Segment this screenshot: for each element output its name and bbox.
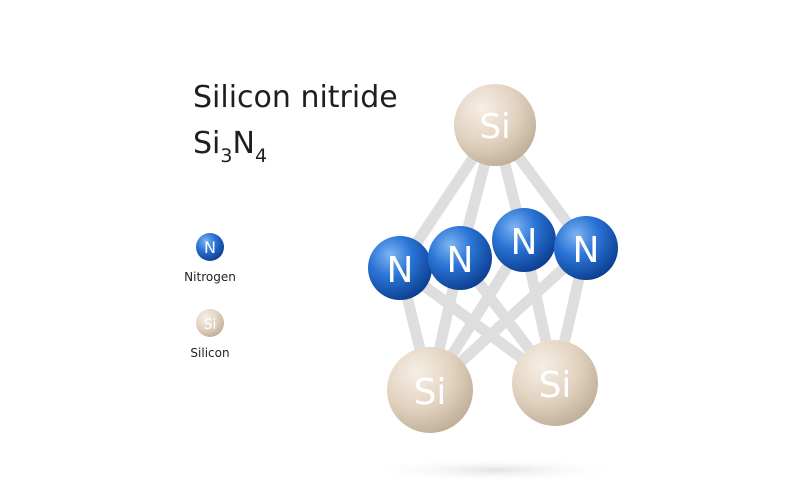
silicon-legend-label: Silicon [190, 346, 230, 360]
formula-si-subscript: 3 [220, 145, 233, 167]
nitrogen-legend-icon: N [196, 233, 224, 261]
nitrogen-atom-1: N [368, 236, 432, 300]
silicon-atom-bottom-right-label: Si [539, 365, 572, 406]
silicon-legend-symbol: Si [204, 317, 217, 333]
nitrogen-atom-3: N [492, 208, 556, 272]
floor-shadow [365, 458, 625, 482]
chemical-formula: Si3N4 [193, 124, 267, 167]
compound-name: Silicon nitride [193, 80, 398, 115]
formula-n: N [232, 126, 255, 161]
legend-item-silicon: Si Silicon [170, 308, 250, 360]
formula-n-subscript: 4 [254, 145, 268, 167]
silicon-atom-top: Si [454, 84, 536, 166]
nitrogen-atom-2-label: N [447, 240, 474, 281]
legend-item-nitrogen: N Nitrogen [170, 232, 250, 284]
silicon-atom-bottom-right: Si [512, 340, 598, 426]
silicon-atom-bottom-left-label: Si [414, 372, 447, 413]
formula-si: Si [193, 126, 221, 161]
silicon-atom-top-label: Si [479, 107, 510, 147]
silicon-atom-bottom-left: Si [387, 347, 473, 433]
nitrogen-atom-1-label: N [387, 250, 414, 291]
nitrogen-legend-symbol: N [204, 238, 216, 257]
silicon-legend-icon: Si [196, 309, 224, 337]
nitrogen-atom-4: N [554, 216, 618, 280]
nitrogen-legend-label: Nitrogen [184, 270, 236, 284]
nitrogen-atom-4-label: N [573, 230, 600, 271]
nitrogen-atom-2: N [428, 226, 492, 290]
nitrogen-atom-3-label: N [511, 222, 538, 263]
